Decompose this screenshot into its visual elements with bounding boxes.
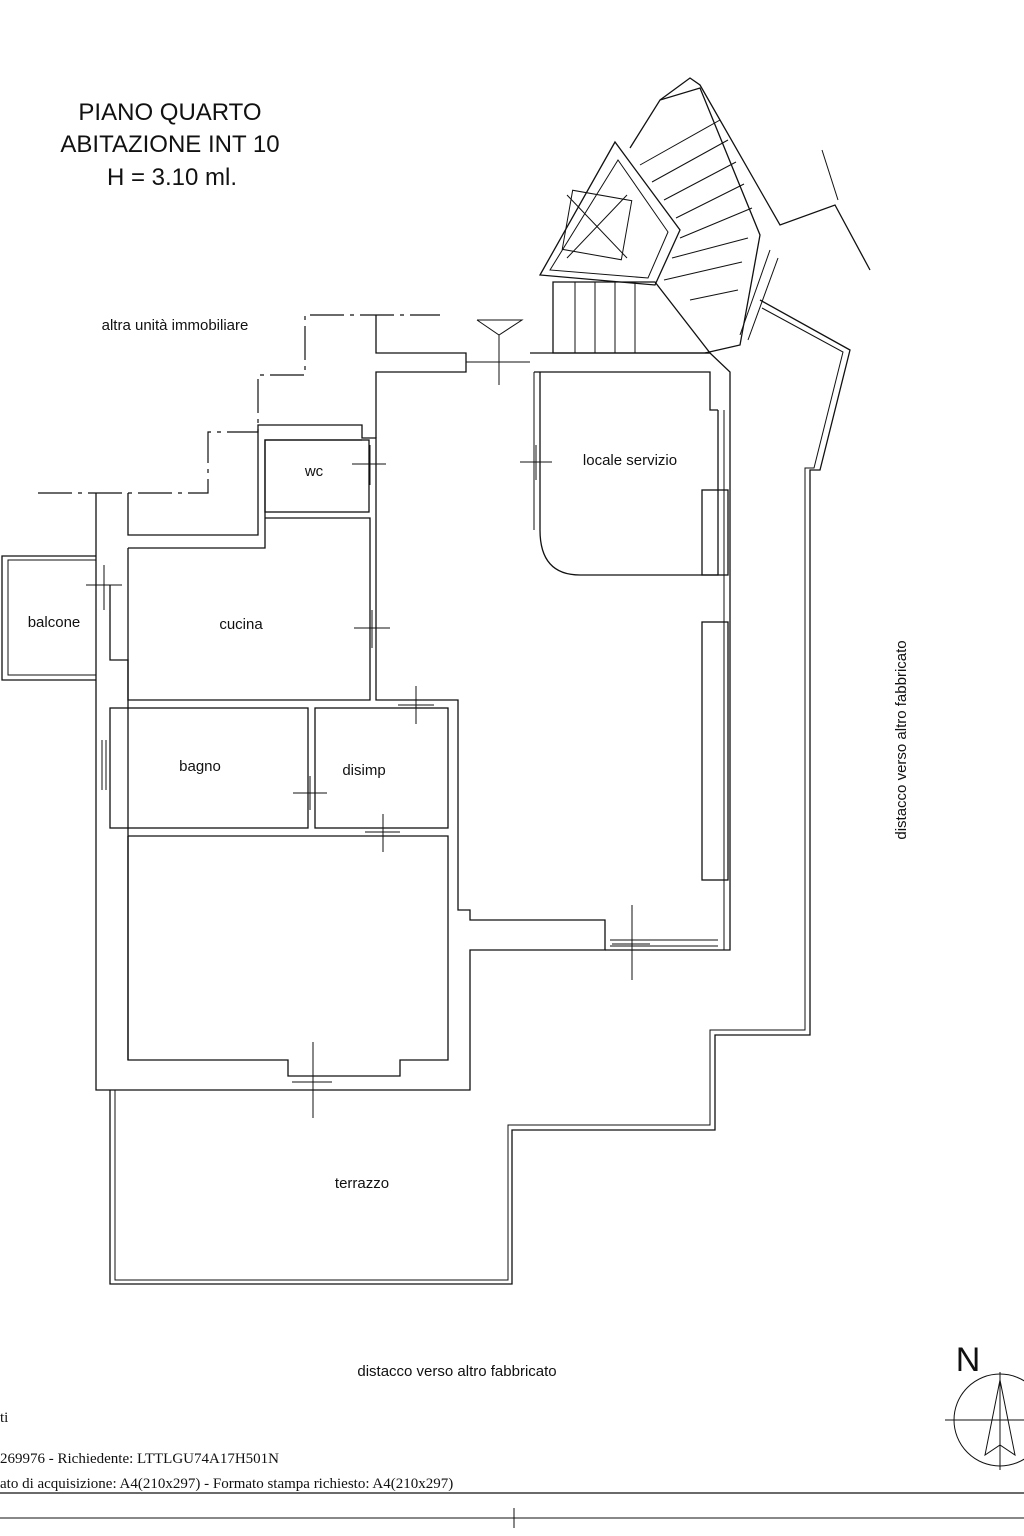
title-height: H = 3.10 ml. bbox=[107, 164, 237, 191]
bathroom-room bbox=[109, 707, 309, 829]
neighbor-unit-boundary bbox=[38, 314, 440, 560]
label-hallway: disimp bbox=[342, 762, 385, 779]
terrace-outline bbox=[109, 299, 851, 1285]
label-kitchen: cucina bbox=[219, 616, 263, 633]
wc-room bbox=[264, 439, 370, 513]
room-labels: altra unità immobiliare wc locale serviz… bbox=[28, 317, 910, 1380]
label-gap-bottom: distacco verso altro fabbricato bbox=[357, 1363, 556, 1380]
staircase bbox=[538, 77, 871, 354]
kitchen-room bbox=[109, 517, 371, 701]
title-block: PIANO QUARTO ABITAZIONE INT 10 H = 3.10 … bbox=[60, 99, 279, 191]
label-wc: wc bbox=[304, 463, 324, 480]
exterior-walls bbox=[95, 315, 731, 1091]
service-room bbox=[539, 372, 719, 576]
hallway-room bbox=[314, 707, 449, 829]
balcony bbox=[1, 555, 96, 681]
label-bathroom: bagno bbox=[179, 758, 221, 775]
interior-walls bbox=[109, 372, 729, 1077]
living-room bbox=[127, 835, 449, 1077]
label-terrace: terrazzo bbox=[335, 1175, 389, 1192]
footer-line-3: ato di acquisizione: A4(210x297) - Forma… bbox=[0, 1476, 453, 1492]
footer-line-2: 269976 - Richiedente: LTTLGU74A17H501N bbox=[0, 1451, 279, 1467]
label-gap-right: distacco verso altro fabbricato bbox=[893, 640, 910, 839]
antenna-symbol bbox=[466, 319, 530, 385]
footer: ti 269976 - Richiedente: LTTLGU74A17H501… bbox=[0, 1410, 1024, 1528]
footer-line-1: ti bbox=[0, 1410, 8, 1426]
north-letter: N bbox=[956, 1341, 981, 1379]
opening-marks bbox=[86, 445, 718, 1118]
title-unit: ABITAZIONE INT 10 bbox=[60, 131, 279, 158]
north-compass: N bbox=[945, 1341, 1024, 1470]
label-neighbor-unit: altra unità immobiliare bbox=[102, 317, 249, 334]
title-floor: PIANO QUARTO bbox=[78, 99, 261, 126]
label-service-room: locale servizio bbox=[583, 452, 677, 469]
label-balcony: balcone bbox=[28, 614, 81, 631]
